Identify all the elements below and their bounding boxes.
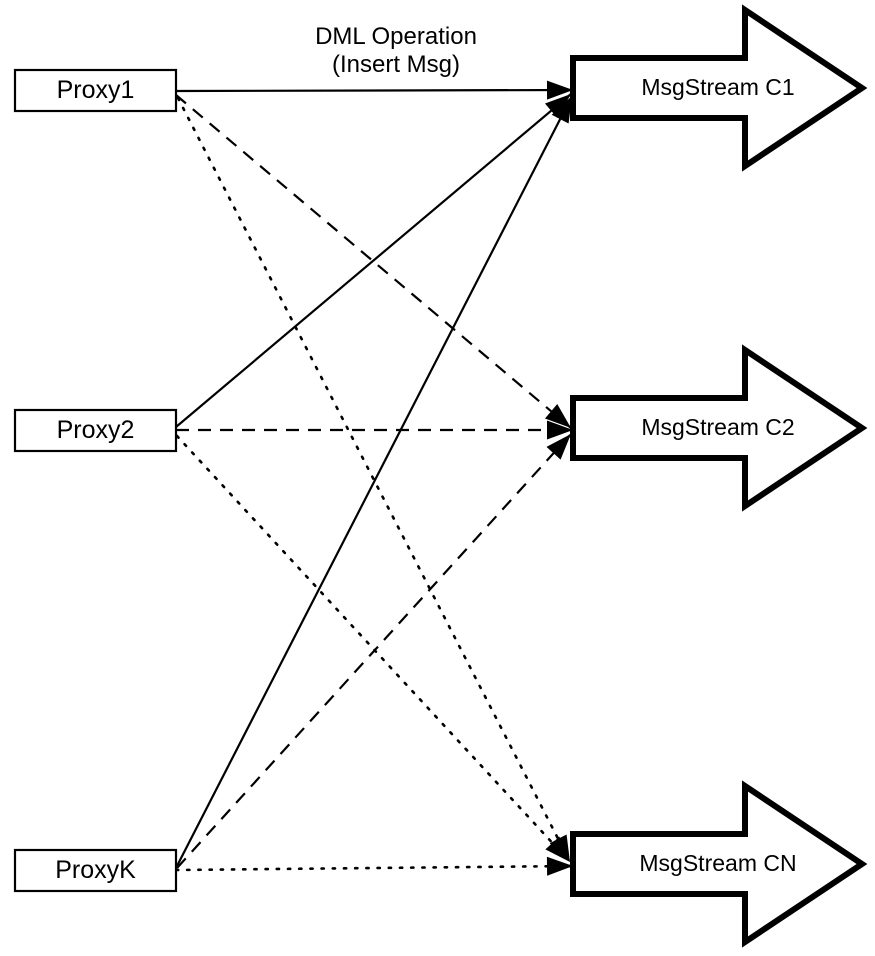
edge-p2-c1: [175, 93, 572, 428]
edges-layer: [174, 88, 575, 872]
edge-pk-cn: [174, 864, 575, 872]
stream-label: MsgStream C2: [641, 414, 794, 440]
proxy-node-proxy1[interactable]: Proxy1: [13, 68, 178, 113]
streams-layer: MsgStream C1 MsgStream C2 MsgStream CN: [570, 4, 868, 948]
proxy-box-rect: [13, 408, 178, 453]
arrowhead-pk-c1: [551, 96, 572, 124]
edge-p1-cn: [176, 96, 572, 864]
stream-arrow-shape: [570, 344, 868, 512]
stream-stream_c2[interactable]: MsgStream C2: [570, 344, 868, 512]
edge-pk-c2: [176, 433, 572, 869]
proxy-box-rect: [13, 68, 178, 113]
arrowhead-p1-c2: [545, 403, 571, 428]
arrowhead-pk-cn: [546, 856, 573, 876]
stream-stream_c1[interactable]: MsgStream C1: [570, 4, 868, 172]
proxy-label: Proxy2: [57, 416, 135, 444]
dml-operation-label-line1: DML Operation: [315, 23, 477, 50]
edge-annotation-group: DML Operation (Insert Msg): [315, 23, 477, 78]
arrowhead-p2-c2: [547, 420, 573, 440]
proxy-node-proxy2[interactable]: Proxy2: [13, 408, 178, 453]
stream-arrow-shape: [570, 780, 868, 948]
arrowhead-p2-c1: [545, 94, 571, 119]
proxy-node-proxyk[interactable]: ProxyK: [13, 848, 178, 893]
proxy-label: ProxyK: [55, 856, 136, 884]
dml-operation-label-line2: (Insert Msg): [332, 51, 460, 78]
arrowheads-layer: [545, 80, 573, 876]
stream-arrow-shape: [570, 4, 868, 172]
stream-stream_cn[interactable]: MsgStream CN: [570, 780, 868, 948]
edge-p2-cn: [175, 434, 572, 864]
stream-label: MsgStream C1: [641, 74, 794, 100]
stream-label: MsgStream CN: [639, 850, 796, 876]
arrowhead-p2-cn: [545, 836, 570, 862]
arrowhead-pk-c2: [546, 434, 571, 460]
edge-p1-c1: [175, 88, 574, 93]
arrowhead-p1-c1: [546, 80, 573, 100]
edge-p1-c2: [175, 94, 572, 429]
edge-pk-c1: [176, 95, 573, 867]
proxy-box-rect: [13, 848, 178, 893]
proxy-label: Proxy1: [57, 76, 135, 104]
